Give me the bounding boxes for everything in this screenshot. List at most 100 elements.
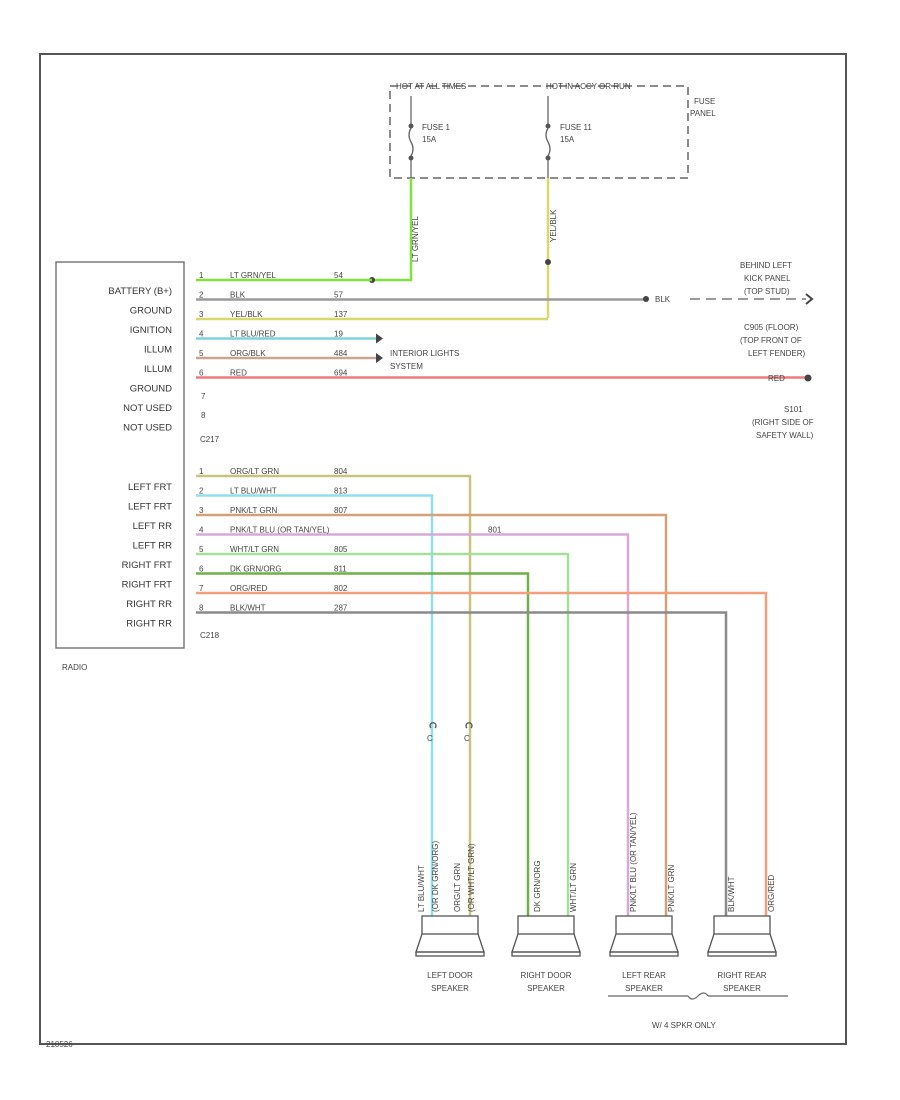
speaker-icon-cone xyxy=(707,933,777,953)
speaker-label-line1: RIGHT REAR xyxy=(717,971,766,980)
fuse-panel: HOT AT ALL TIMES HOT IN ACCY OR RUN FUSE… xyxy=(389,82,716,179)
wire-bottom-name: PNK/LT BLU (OR TAN/YEL) xyxy=(230,526,330,535)
wire-bottom-pin: 1 xyxy=(199,467,204,476)
wire-top-pin: 5 xyxy=(199,349,204,358)
splice-ignition xyxy=(545,259,551,265)
connector-c217: C217 xyxy=(200,435,220,444)
wire-speaker-8 xyxy=(196,611,728,916)
wire-top-circuit: 694 xyxy=(334,369,348,378)
behind-left-line1: BEHIND LEFT xyxy=(740,261,792,270)
speaker-icon-magnet xyxy=(421,915,479,935)
speaker-label-right-door-a: DK GRN/ORG xyxy=(533,860,542,912)
wire-bottom-name: DK GRN/ORG xyxy=(230,565,282,574)
s101-line2: (RIGHT SIDE OF xyxy=(752,418,814,427)
wire-bottom-circuit: 287 xyxy=(334,604,348,613)
arrow-icon xyxy=(376,333,383,344)
speaker-label-left-rear-a: PNK/LT BLU (OR TAN/YEL) xyxy=(629,812,638,912)
inline-connector-left-door: C C xyxy=(427,722,473,743)
wire-bottom-pin: 5 xyxy=(199,545,204,554)
pin-7-number: 7 xyxy=(201,392,206,401)
fuse-1-terminal-top xyxy=(408,123,414,129)
speaker-label-line1: RIGHT DOOR xyxy=(521,971,572,980)
radio-pin-bottom-label: LEFT RR xyxy=(133,541,173,552)
c905-red-label: RED xyxy=(768,374,785,383)
ground-wire-blk-label: BLK xyxy=(655,295,671,304)
s101-line1: S101 xyxy=(784,405,803,414)
fuse-panel-label-1: FUSE xyxy=(694,97,715,106)
wire-speaker-7 xyxy=(196,591,768,916)
speaker-label-line1: LEFT REAR xyxy=(622,971,666,980)
radio-pin-top-label: IGNITION xyxy=(130,325,172,336)
footnote: W/ 4 SPKR ONLY xyxy=(652,1021,717,1030)
wire-top-circuit: 57 xyxy=(334,291,343,300)
wire-bottom-circuit: 802 xyxy=(334,584,348,593)
speaker-label-left-door-b: ORG/LT GRN xyxy=(453,863,462,912)
radio-pin-top-label: BATTERY (B+) xyxy=(108,286,172,297)
splice-ground xyxy=(643,296,649,302)
fuse-11-symbol xyxy=(545,127,551,157)
fuse-1-rating: 15A xyxy=(422,135,437,144)
speaker-icon-magnet xyxy=(517,915,575,935)
fuse-panel-box xyxy=(389,85,689,179)
speaker-label-right-rear-b: ORG/RED xyxy=(767,874,776,912)
wire-top-name: RED xyxy=(230,369,247,378)
wire-top-circuit: 19 xyxy=(334,330,343,339)
figure-id: 210526 xyxy=(46,1040,73,1049)
wire-bottom-pin: 3 xyxy=(199,506,204,515)
radio-pin-bottom-label: LEFT FRT xyxy=(128,482,172,493)
radio-pin-bottom-label: RIGHT RR xyxy=(126,599,172,610)
vertical-wire-lt-grn-yel-label: LT GRN/YEL xyxy=(411,216,420,262)
wire-speaker-5 xyxy=(196,552,570,916)
speaker-label-left-rear-b: PNK/LT GRN xyxy=(667,865,676,912)
wire-top-name: LT BLU/RED xyxy=(230,330,276,339)
c905-line2: (TOP FRONT OF xyxy=(740,336,802,345)
wire-bottom-circuit: 807 xyxy=(334,506,348,515)
speaker-label-line2: SPEAKER xyxy=(527,984,565,993)
pin-8-number: 8 xyxy=(201,411,206,420)
wire-top-name: YEL/BLK xyxy=(230,310,263,319)
radio-pin-bottom-label: RIGHT FRT xyxy=(122,580,173,591)
wire-bottom-name: ORG/LT GRN xyxy=(230,467,279,476)
speaker-label-line2: SPEAKER xyxy=(431,984,469,993)
inline-connector-2 xyxy=(465,722,473,729)
c905-line1: C905 (FLOOR) xyxy=(744,323,799,332)
wire-bottom-circuit: 801 xyxy=(488,526,502,535)
wire-top-name: ORG/BLK xyxy=(230,349,266,358)
c905-terminal xyxy=(804,374,812,382)
fuse-1-name: FUSE 1 xyxy=(422,123,451,132)
wire-speaker-3 xyxy=(196,513,668,916)
wire-top-circuit: 54 xyxy=(334,271,343,280)
wire-bottom-pin: 7 xyxy=(199,584,204,593)
wire-bottom-pin: 4 xyxy=(199,526,204,535)
ground-arrow-icon xyxy=(805,293,814,305)
vertical-wire-yel-blk-label: YEL/BLK xyxy=(549,209,558,242)
inline-connector-1-label: C xyxy=(427,734,433,743)
wire-bottom-name: ORG/RED xyxy=(230,584,268,593)
speaker-label-line1: LEFT DOOR xyxy=(427,971,473,980)
inline-connector-1 xyxy=(429,722,437,729)
radio-pin-top-label: GROUND xyxy=(130,384,172,395)
radio-pin-top-label: GROUND xyxy=(130,306,172,317)
c905-connection: RED C905 (FLOOR) (TOP FRONT OF LEFT FEND… xyxy=(740,323,812,383)
wire-top-pin: 4 xyxy=(199,330,204,339)
radio-pin-top-label: NOT USED xyxy=(123,403,172,414)
wire-speaker-4 xyxy=(196,533,630,916)
radio-pin-bottom-label: LEFT FRT xyxy=(128,502,172,513)
wire-speaker-1 xyxy=(196,474,472,916)
wire-bottom-circuit: 813 xyxy=(334,487,348,496)
speaker-label-right-rear-a: BLK/WHT xyxy=(727,876,736,912)
interior-lights-line1: INTERIOR LIGHTS xyxy=(390,349,459,358)
speaker-label-left-door-a2: (OR DK GRN/ORG) xyxy=(431,841,440,912)
arrow-icon xyxy=(376,353,383,363)
diagram-frame xyxy=(39,53,847,1045)
wire-lt-grn-yel-feed xyxy=(372,178,413,282)
wire-bottom-name: BLK/WHT xyxy=(230,604,266,613)
wire-bottom-pin: 6 xyxy=(199,565,204,574)
wire-bottom-circuit: 811 xyxy=(334,565,347,574)
hot-at-all-times-label: HOT AT ALL TIMES xyxy=(396,82,466,91)
wire-top-pin: 1 xyxy=(199,271,204,280)
